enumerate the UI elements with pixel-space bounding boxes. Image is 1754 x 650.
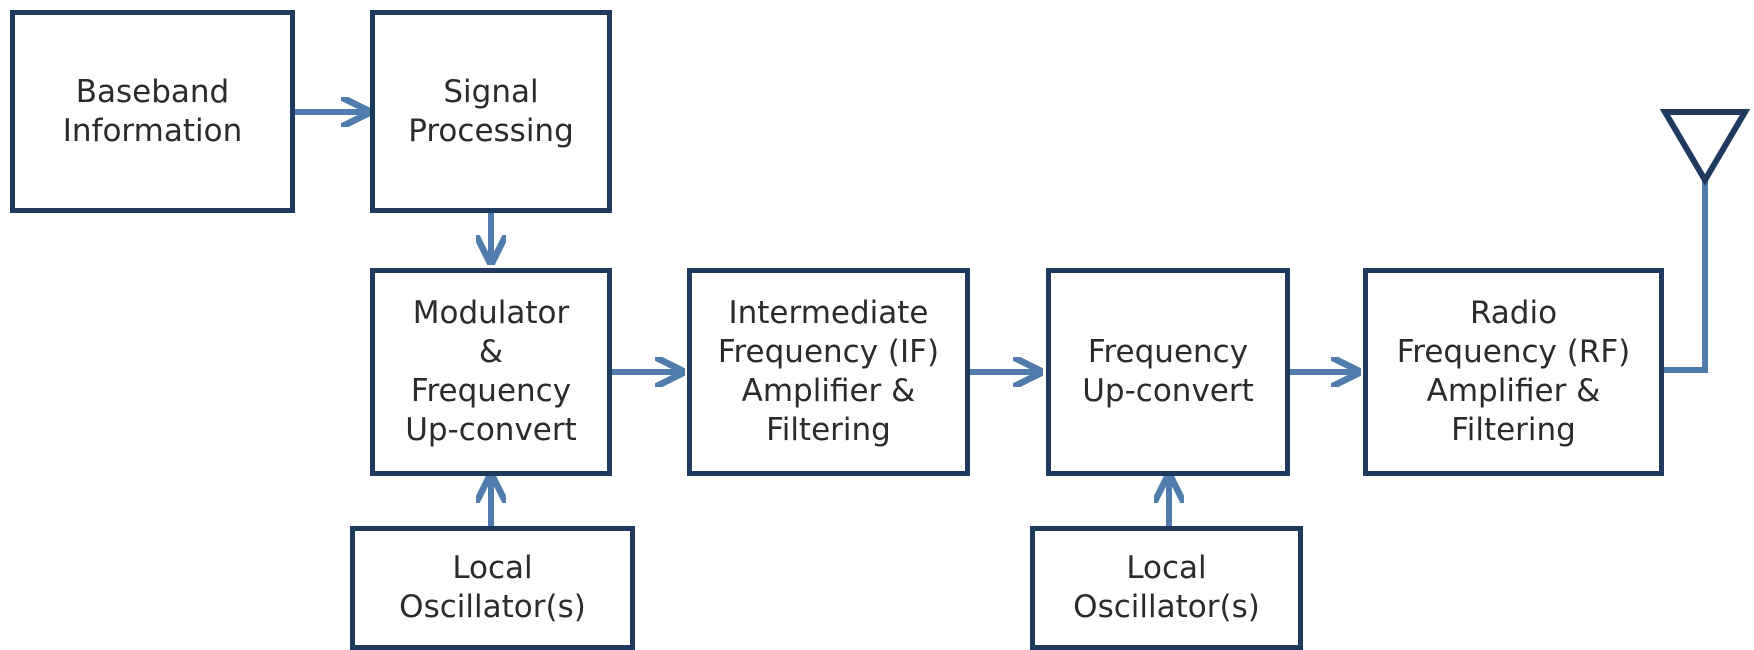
- local-oscillator-label-1: Local Oscillator(s): [399, 550, 586, 625]
- wire-rf-to-antenna: [1664, 180, 1708, 373]
- rf-amplifier-label: Radio Frequency (RF) Amplifier & Filteri…: [1396, 295, 1631, 448]
- signal-processing-label: Signal Processing: [408, 73, 574, 149]
- if-amplifier-block: Intermediate Frequency (IF) Amplifier & …: [687, 268, 970, 476]
- if-amplifier-label: Intermediate Frequency (IF) Amplifier & …: [717, 295, 940, 448]
- modulator-block: Modulator & Frequency Up-convert: [370, 268, 612, 476]
- rf-amplifier-block: Radio Frequency (RF) Amplifier & Filteri…: [1363, 268, 1664, 476]
- local-oscillator-block-2: Local Oscillator(s): [1030, 526, 1303, 650]
- baseband-information-block: Baseband Information: [10, 10, 295, 213]
- local-oscillator-block-1: Local Oscillator(s): [350, 526, 635, 650]
- antenna-icon: [1659, 109, 1751, 186]
- frequency-upconvert-label: Frequency Up-convert: [1082, 334, 1254, 409]
- signal-processing-block: Signal Processing: [370, 10, 612, 213]
- frequency-upconvert-block: Frequency Up-convert: [1046, 268, 1290, 476]
- modulator-label: Modulator & Frequency Up-convert: [405, 295, 577, 448]
- baseband-information-label: Baseband Information: [62, 73, 243, 149]
- local-oscillator-label-2: Local Oscillator(s): [1073, 550, 1260, 625]
